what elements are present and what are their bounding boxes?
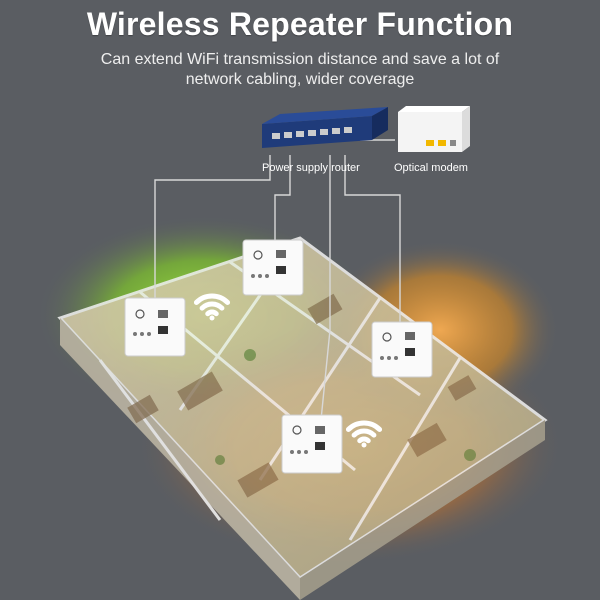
page-subtitle: Can extend WiFi transmission distance an… bbox=[100, 51, 500, 88]
router-device bbox=[262, 107, 388, 148]
wall-repeater-top bbox=[242, 239, 304, 296]
modem-device bbox=[398, 106, 470, 152]
modem-label: Optical modem bbox=[394, 162, 468, 174]
wall-repeater-right bbox=[371, 321, 433, 378]
wall-repeater-center bbox=[281, 414, 343, 474]
page-title: Wireless Repeater Function bbox=[86, 6, 514, 42]
wifi-icon bbox=[193, 293, 231, 321]
router-label: Power supply router bbox=[262, 162, 360, 174]
network-cables bbox=[154, 139, 401, 431]
wifi-icon bbox=[345, 420, 383, 448]
wall-repeater-left bbox=[124, 297, 186, 357]
